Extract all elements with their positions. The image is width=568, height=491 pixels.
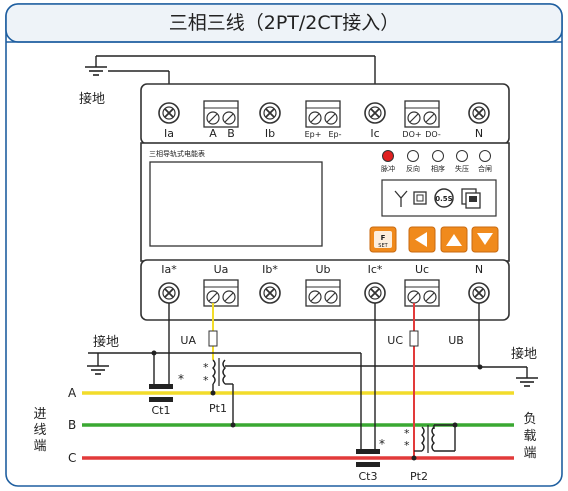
arrow-down-icon — [477, 233, 493, 245]
load-label-3: 端 — [523, 446, 536, 461]
up-button[interactable] — [440, 226, 468, 253]
ct1-label: Ct1 — [152, 404, 171, 417]
ground-top-label: 接地 — [79, 91, 105, 107]
current-transformer-ct3: * Ct3 — [154, 303, 385, 483]
line-a-label: A — [68, 386, 77, 400]
ua-wire-label: UA — [180, 334, 196, 347]
ground-right-label: 接地 — [511, 346, 537, 362]
terminal-b-label: B — [227, 127, 235, 140]
ub-wire-label: UB — [448, 334, 464, 347]
terminal-ib-star-label: Ib* — [262, 263, 278, 276]
set-button-letter: F — [381, 234, 386, 242]
terminal-ia-label: Ia — [164, 127, 174, 140]
terminal-ia — [158, 102, 180, 124]
terminal-uc-block — [404, 279, 440, 307]
incoming-label-3: 端 — [33, 439, 46, 454]
ground-right: 接地 — [477, 346, 539, 387]
three-phase-symbol-icon — [394, 190, 408, 207]
terminal-do-block — [404, 100, 440, 128]
terminal-ic — [364, 102, 386, 124]
terminal-ab-block — [203, 100, 239, 128]
terminal-n-top-label: N — [475, 127, 483, 140]
potential-transformer-pt2: * * Pt2 — [404, 422, 458, 483]
terminal-a-label: A — [209, 127, 217, 140]
pt2-label: Pt2 — [410, 470, 428, 483]
terminal-ic-label: Ic — [370, 127, 379, 140]
indicator-label-reverse: 反向 — [406, 164, 420, 173]
ua-wire: UA — [180, 303, 218, 360]
terminal-ib — [259, 102, 281, 124]
accuracy-class-label: 0.5S — [435, 195, 452, 203]
arrow-left-icon — [415, 232, 427, 247]
lcd-display — [149, 161, 323, 247]
load-label-1: 负 — [523, 412, 536, 427]
indicator-pulse-icon — [382, 150, 394, 162]
arrow-up-icon — [446, 234, 462, 246]
ct1-star: * — [178, 372, 184, 386]
left-button[interactable] — [408, 226, 436, 253]
terminal-do-minus-label: DO- — [425, 130, 441, 139]
indicator-row: 脉冲 反向 相序 失压 合闸 — [381, 150, 492, 173]
line-b-label: B — [68, 418, 76, 432]
pt1-star-top: * — [203, 361, 209, 374]
terminal-ua-block — [203, 279, 239, 307]
pt1-star-bottom: * — [203, 374, 209, 387]
meter-name: 三相导轨式电能表 — [149, 149, 205, 158]
ub-wire: UB — [448, 303, 480, 367]
terminal-ib-label: Ib — [265, 127, 275, 140]
terminal-n-top — [468, 102, 490, 124]
terminal-ub-label: Ub — [315, 263, 330, 276]
down-button[interactable] — [471, 226, 499, 253]
set-button[interactable]: F SET — [369, 226, 397, 253]
terminal-ep-block — [305, 100, 341, 128]
uc-wire-label: UC — [387, 334, 403, 347]
terminal-ib-star — [259, 282, 281, 304]
terminal-ia-star — [158, 282, 180, 304]
terminal-ic-star — [364, 282, 386, 304]
terminal-n-bottom — [468, 282, 490, 304]
terminal-ep-plus-label: Ep+ — [305, 130, 322, 139]
energy-meter: Ia A B Ib Ep+ Ep- Ic DO+ DO- N 三相导轨式电能表 … — [140, 83, 510, 321]
load-label-2: 载 — [523, 429, 536, 444]
indicator-label-pulse: 脉冲 — [381, 164, 395, 173]
ct3-label: Ct3 — [359, 470, 378, 483]
terminal-n-bottom-label: N — [475, 263, 483, 276]
terminal-ub-block — [305, 279, 341, 307]
terminal-ua-label: Ua — [214, 263, 229, 276]
terminal-ia-star-label: Ia* — [161, 263, 177, 276]
indicator-label-voltage-loss: 失压 — [455, 164, 469, 173]
uc-wire: UC — [387, 303, 419, 461]
incoming-label-2: 线 — [33, 423, 46, 438]
indicator-label-phase-seq: 相序 — [431, 164, 445, 173]
ct3-star: * — [379, 437, 385, 451]
potential-transformer-pt1: * * Pt1 — [203, 358, 480, 428]
line-c-label: C — [68, 451, 76, 465]
set-button-label: SET — [378, 243, 388, 249]
terminal-ep-minus-label: Ep- — [328, 130, 341, 139]
ground-left: 接地 — [86, 334, 157, 375]
terminal-uc-label: Uc — [415, 263, 429, 276]
terminal-ic-star-label: Ic* — [368, 263, 383, 276]
pt2-star-bottom: * — [404, 439, 410, 452]
terminal-do-plus-label: DO+ — [402, 130, 421, 139]
ground-left-label: 接地 — [93, 334, 119, 350]
current-transformer-ct1: * Ct1 — [149, 303, 184, 417]
pt2-star-top: * — [404, 427, 410, 440]
pt1-label: Pt1 — [209, 402, 227, 415]
incoming-label-1: 进 — [33, 407, 46, 422]
meter-model-icon — [461, 188, 481, 209]
indicator-label-close: 合闸 — [478, 164, 492, 173]
diagram-title: 三相三线（2PT/2CT接入） — [169, 12, 400, 34]
square-symbol-icon — [413, 191, 427, 205]
accuracy-class-badge — [434, 188, 454, 208]
